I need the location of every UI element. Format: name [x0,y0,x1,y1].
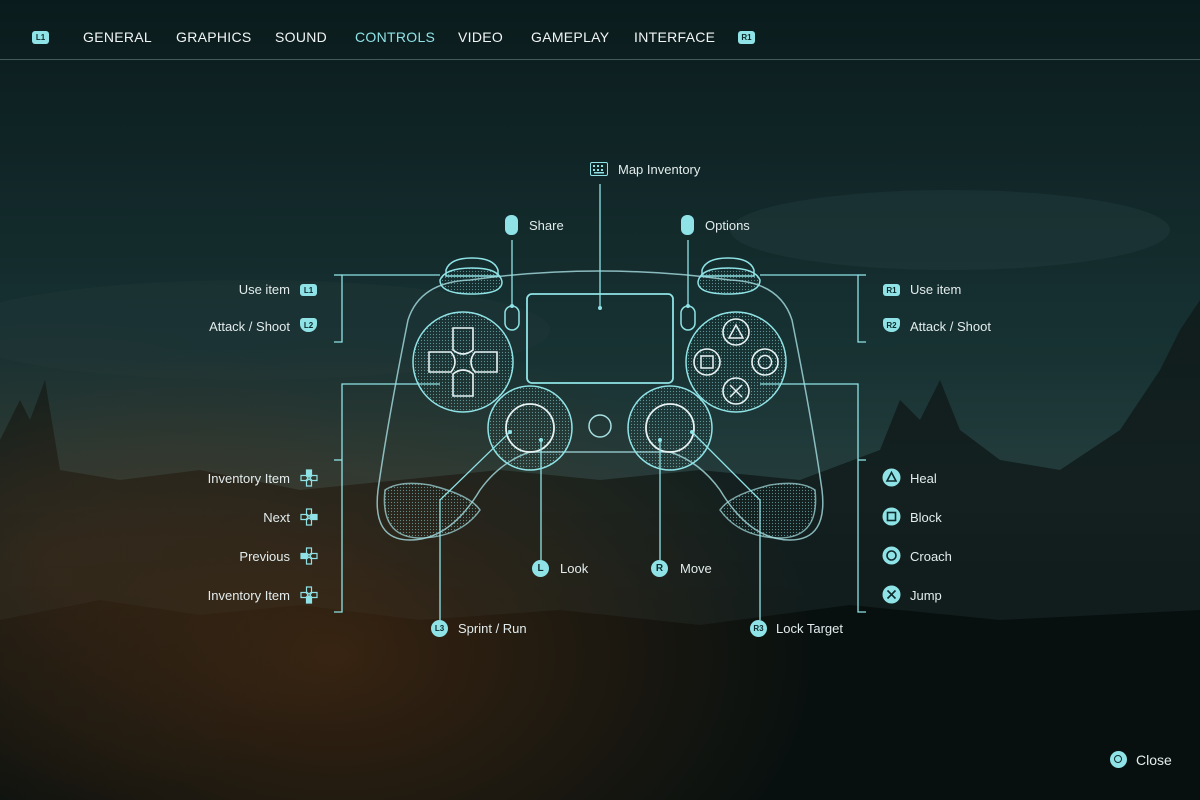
cross-action-label: Jump [910,588,942,603]
triangle-icon [882,468,901,487]
circle-icon [882,546,901,565]
circle-action-label: Croach [910,549,952,564]
controller-body [376,270,824,541]
dpad [428,327,498,397]
share-icon [505,215,518,235]
tab-general[interactable]: GENERAL [83,29,153,45]
left-stick [505,403,555,453]
dpad-area [412,311,514,413]
keyboard-icon [590,162,608,176]
r2-icon: R2 [883,318,900,332]
face-button-area [685,311,787,413]
dpad-right-label: Next [263,510,290,525]
tab-graphics[interactable]: GRAPHICS [176,29,252,45]
dpad-left-label: Previous [239,549,290,564]
tab-controls[interactable]: CONTROLS [355,29,436,45]
ps-button [588,414,612,438]
r2-action-label: Attack / Shoot [910,319,991,334]
left-stick-icon: L [532,560,549,577]
l2-icon: L2 [300,318,317,332]
share-label: Share [529,218,564,233]
r1-action-label: Use item [910,282,962,297]
sprint-run-label: Sprint / Run [458,621,527,636]
dpad-down-icon [300,586,318,604]
left-grip [383,482,481,539]
left-stick-base [487,385,573,471]
dpad-down-label: Inventory Item [207,588,290,603]
prev-tab-button[interactable]: L1 [32,31,49,44]
look-label: Look [560,561,589,576]
tab-interface[interactable]: INTERFACE [634,29,716,45]
options-label: Options [705,218,750,233]
l2-action-label: Attack / Shoot [209,319,290,334]
right-grip [719,482,817,539]
circle-button-icon [1110,751,1127,768]
l1-action-label: Use item [238,282,290,297]
square-action-label: Block [910,510,942,525]
square-icon [882,507,901,526]
r2-trigger [701,257,755,277]
l1-icon: L1 [300,284,317,296]
right-stick [645,403,695,453]
close-label: Close [1136,752,1172,768]
dpad-left-icon [300,547,318,565]
top-nav-bar: L1 GENERAL GRAPHICS SOUND CONTROLS VIDEO… [0,0,1200,60]
map-inventory-label: Map Inventory [618,162,701,177]
options-button-shape [680,305,696,331]
options-icon [681,215,694,235]
close-button[interactable]: Close [1108,748,1180,772]
triangle-action-label: Heal [910,471,937,486]
move-label: Move [680,561,712,576]
tab-sound[interactable]: SOUND [275,29,328,45]
dpad-up-label: Inventory Item [207,471,290,486]
r1-icon: R1 [883,284,900,296]
tab-gameplay[interactable]: GAMEPLAY [531,29,610,45]
dpad-up-icon [300,469,318,487]
r1-bumper [697,267,761,295]
share-button-shape [504,305,520,331]
l2-trigger [445,257,499,277]
right-stick-icon: R [651,560,668,577]
right-stick-base [627,385,713,471]
l1-bumper [439,267,503,295]
r3-icon: R3 [750,620,767,637]
l3-icon: L3 [431,620,448,637]
next-tab-button[interactable]: R1 [738,31,755,44]
tab-list: GENERAL GRAPHICS SOUND CONTROLS VIDEO GA… [0,0,1200,59]
dpad-right-icon [300,508,318,526]
lock-target-label: Lock Target [776,621,843,636]
tab-video[interactable]: VIDEO [458,29,504,45]
cross-icon [882,585,901,604]
